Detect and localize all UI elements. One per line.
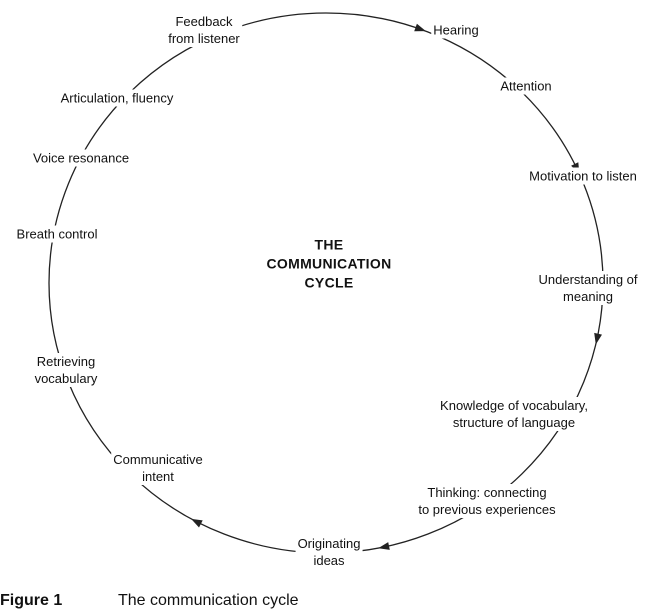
center-title-line: COMMUNICATION bbox=[266, 255, 392, 272]
direction-arrow-icon bbox=[191, 518, 203, 528]
cycle-stage-label: Feedback from listener bbox=[166, 13, 242, 47]
direction-arrow-icon bbox=[378, 542, 390, 550]
direction-arrow-icon bbox=[594, 332, 602, 345]
center-title: THE COMMUNICATION CYCLE bbox=[267, 236, 392, 293]
cycle-stage-label-line: Understanding of bbox=[538, 272, 638, 287]
cycle-stage-label-line: Hearing bbox=[433, 22, 479, 38]
cycle-stage-label-line: ideas bbox=[313, 553, 345, 568]
cycle-stage-label-line: to previous experiences bbox=[418, 502, 556, 517]
cycle-stage-label-line: Retrieving bbox=[36, 354, 96, 369]
cycle-stage-label-line: Breath control bbox=[16, 226, 98, 242]
cycle-stage-label-line: vocabulary bbox=[34, 371, 98, 386]
center-title-line: CYCLE bbox=[304, 274, 354, 291]
cycle-stage-label: Thinking: connecting to previous experien… bbox=[416, 484, 558, 518]
cycle-stage-label-line: intent bbox=[142, 469, 174, 484]
cycle-stage-label: Articulation, fluency bbox=[58, 89, 176, 107]
cycle-stage-label-line: from listener bbox=[168, 31, 240, 46]
cycle-stage-label-line: Motivation to listen bbox=[529, 168, 637, 184]
cycle-stage-label: Originating ideas bbox=[295, 535, 363, 569]
cycle-stage-label: Knowledge of vocabulary, structure of lan… bbox=[438, 397, 590, 431]
cycle-stage-label-line: structure of language bbox=[452, 415, 576, 430]
cycle-stage-label-line: Feedback bbox=[175, 14, 233, 29]
center-title-line: THE bbox=[314, 236, 344, 253]
figure-title: The communication cycle bbox=[118, 592, 299, 609]
cycle-stage-label: Understanding of meaning bbox=[536, 271, 640, 305]
cycle-stage-label-line: Articulation, fluency bbox=[60, 90, 174, 106]
cycle-stage-label-line: Communicative bbox=[113, 452, 203, 467]
cycle-stage-label: Retrieving vocabulary bbox=[32, 353, 100, 387]
cycle-stage-label: Motivation to listen bbox=[527, 167, 639, 185]
cycle-stage-label: Communicative intent bbox=[111, 451, 205, 485]
direction-arrow-icon bbox=[414, 23, 426, 32]
cycle-stage-label-line: Knowledge of vocabulary, bbox=[440, 398, 588, 413]
cycle-stage-label: Hearing bbox=[431, 21, 481, 39]
cycle-stage-label: Breath control bbox=[14, 225, 100, 243]
cycle-stage-label-line: meaning bbox=[563, 289, 613, 304]
cycle-stage-label: Voice resonance bbox=[30, 149, 132, 167]
cycle-stage-label-line: Thinking: connecting bbox=[427, 485, 547, 500]
cycle-stage-label-line: Attention bbox=[500, 78, 552, 94]
figure-caption: Figure 1 The communication cycle bbox=[0, 590, 670, 612]
cycle-stage-label: Attention bbox=[498, 77, 554, 95]
cycle-stage-label-line: Voice resonance bbox=[32, 150, 130, 166]
cycle-stage-label-line: Originating bbox=[297, 536, 361, 551]
figure-number: Figure 1 bbox=[0, 592, 63, 609]
